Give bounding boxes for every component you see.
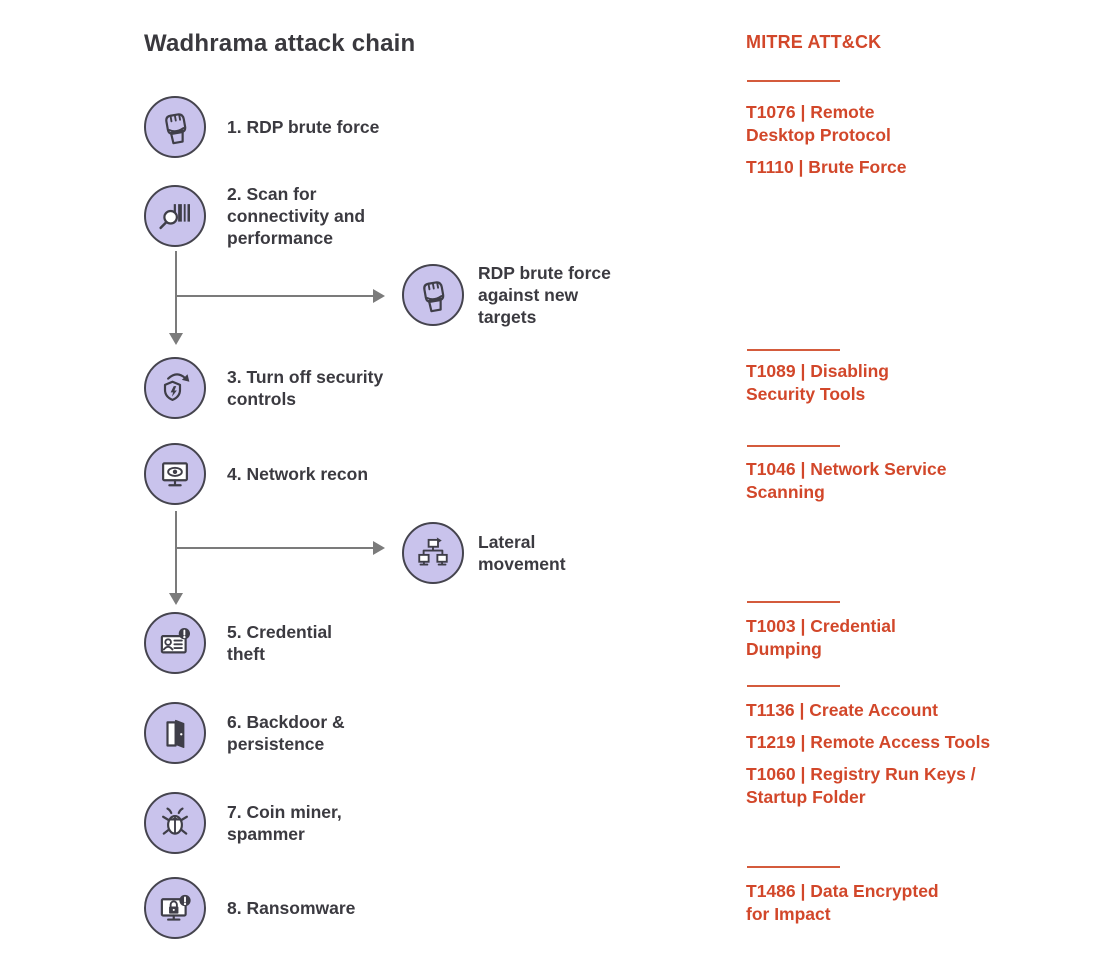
page-title: Wadhrama attack chain (144, 30, 416, 57)
ransomware-monitor-icon (144, 877, 206, 939)
mitre-attack-header: MITRE ATT&CK (746, 32, 882, 52)
step-backdoor-persistence: 6. Backdoor & persistence (144, 702, 345, 764)
mitre-divider (747, 349, 840, 351)
mitre-entry-t1003: T1003 | Credential Dumping (746, 616, 896, 659)
step-label: 3. Turn off security controls (227, 367, 384, 409)
mitre-divider (747, 445, 840, 447)
disable-security-icon (144, 357, 206, 419)
mitre-entry-t1219: T1219 | Remote Access Tools (746, 732, 991, 752)
step-network-recon: 4. Network recon (144, 443, 368, 505)
mitre-entry-t1089: T1089 | Disabling Security Tools (746, 361, 889, 404)
branch-label: RDP brute force against new targets (478, 263, 611, 327)
step-label: 5. Credential theft (227, 622, 333, 664)
step-label: 2. Scan for connectivity and performance (227, 184, 366, 248)
branch-rdp-new-targets: RDP brute force against new targets (402, 262, 611, 328)
lateral-network-icon (402, 522, 464, 584)
step-label: 4. Network recon (227, 464, 369, 484)
connector-line-branch-1 (176, 295, 373, 297)
connector-line-down-1 (175, 251, 177, 334)
step-label: 8. Ransomware (227, 898, 356, 918)
arrow-down-icon (169, 333, 183, 345)
arrow-right-icon (373, 541, 385, 555)
id-card-alert-icon (144, 612, 206, 674)
mitre-entry-t1046: T1046 | Network Service Scanning (746, 459, 947, 502)
step-scan: 2. Scan for connectivity and performance (144, 183, 365, 249)
mitre-divider (747, 685, 840, 687)
branch-label: Lateral movement (478, 532, 566, 574)
mitre-divider (747, 866, 840, 868)
fist-icon (144, 96, 206, 158)
fist-icon (402, 264, 464, 326)
monitor-eye-icon (144, 443, 206, 505)
mitre-divider (747, 601, 840, 603)
bug-icon (144, 792, 206, 854)
step-credential-theft: 5. Credential theft (144, 612, 332, 674)
step-label: 1. RDP brute force (227, 117, 380, 137)
open-door-icon (144, 702, 206, 764)
step-disable-security: 3. Turn off security controls (144, 357, 383, 419)
mitre-entry-t1486: T1486 | Data Encrypted for Impact (746, 881, 939, 924)
branch-lateral-movement: Lateral movement (402, 522, 566, 584)
connector-line-down-2 (175, 511, 177, 594)
step-ransomware: 8. Ransomware (144, 877, 355, 939)
mitre-entry-t1076: T1076 | Remote Desktop Protocol (746, 102, 891, 145)
connector-line-branch-2 (176, 547, 373, 549)
step-label: 6. Backdoor & persistence (227, 712, 345, 754)
scan-icon (144, 185, 206, 247)
arrow-right-icon (373, 289, 385, 303)
mitre-divider (747, 80, 840, 82)
mitre-entry-t1136: T1136 | Create Account (746, 700, 938, 720)
arrow-down-icon (169, 593, 183, 605)
mitre-entry-t1060: T1060 | Registry Run Keys / Startup Fold… (746, 764, 976, 807)
mitre-entry-t1110: T1110 | Brute Force (746, 157, 907, 177)
step-label: 7. Coin miner, spammer (227, 802, 342, 844)
step-rdp-brute-force: 1. RDP brute force (144, 96, 379, 158)
step-coin-miner-spammer: 7. Coin miner, spammer (144, 792, 342, 854)
